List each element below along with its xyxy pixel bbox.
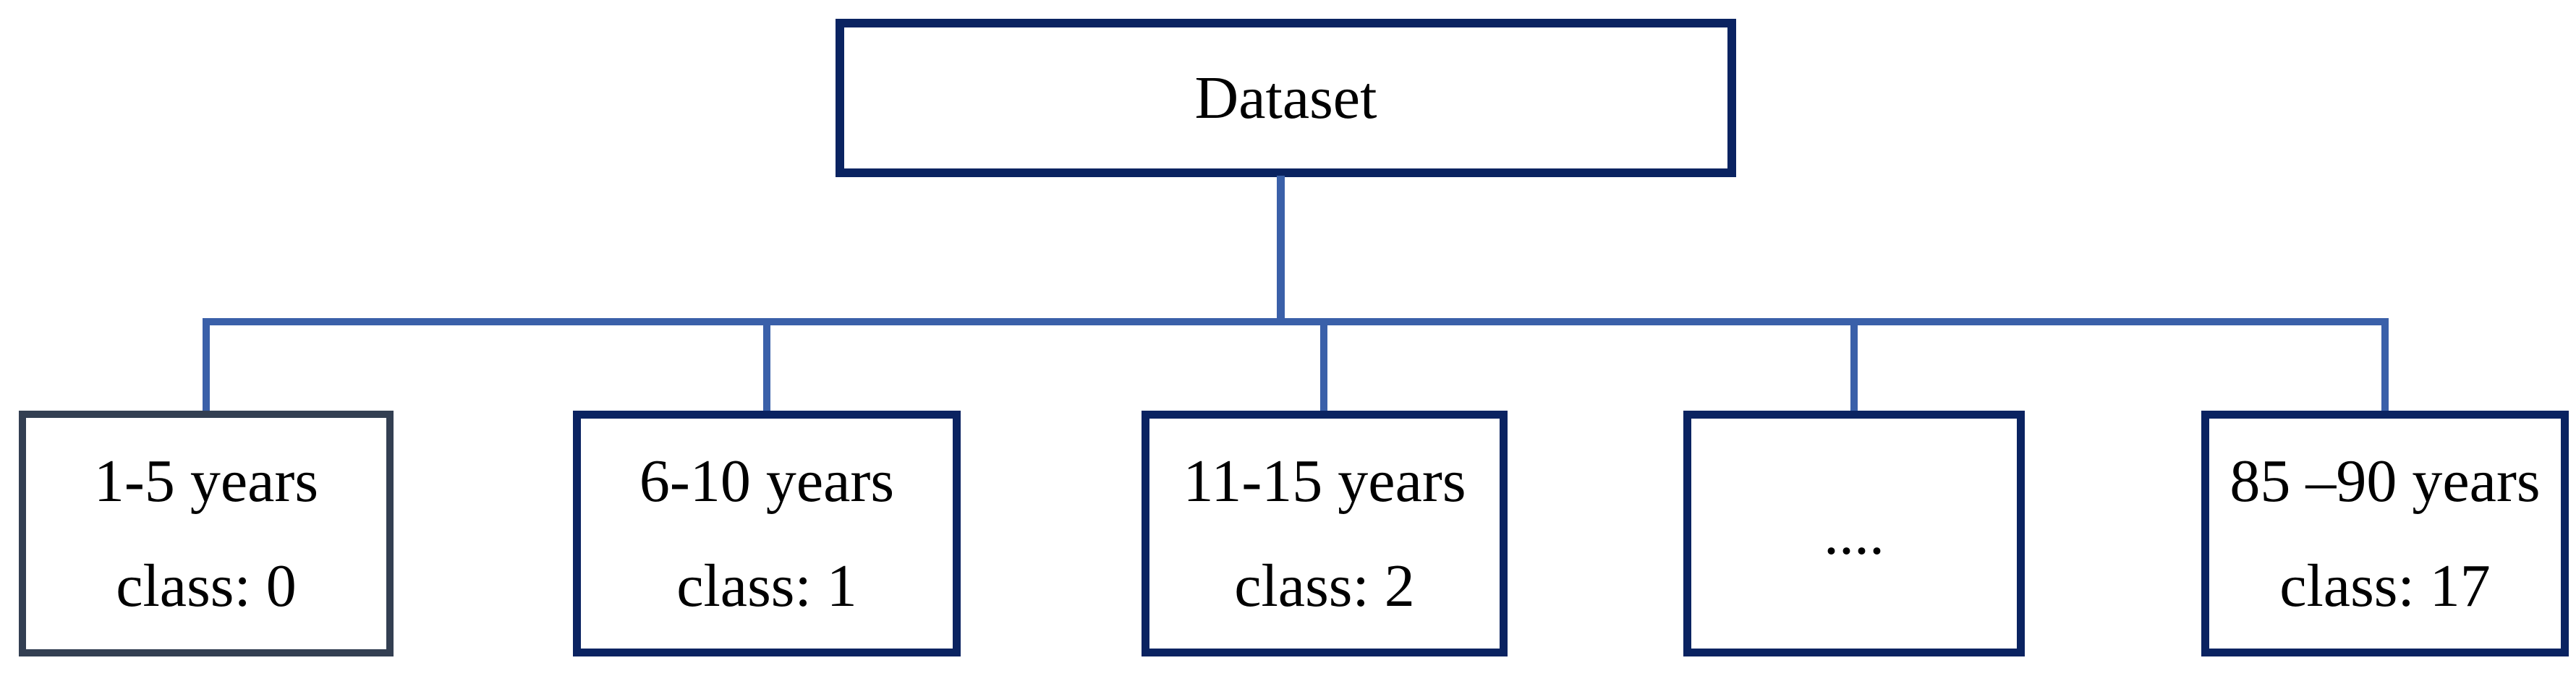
ellipsis-label: ....	[1824, 500, 1884, 568]
age-class-node-1: 6-10 years class: 1	[573, 411, 961, 656]
connector-drop-line-3	[1320, 318, 1327, 411]
age-range-label: 11-15 years	[1183, 448, 1466, 515]
connector-drop-line-4	[1850, 318, 1858, 411]
connector-drop-line-1	[203, 318, 210, 411]
ellipsis-node: ....	[1683, 411, 2025, 656]
class-label: class: 0	[116, 552, 297, 620]
class-label: class: 1	[676, 552, 857, 620]
age-class-node-17: 85 –90 years class: 17	[2201, 411, 2569, 656]
connector-rail-line	[203, 318, 2388, 325]
connector-drop-line-5	[2381, 318, 2389, 411]
connector-trunk-line	[1277, 176, 1285, 320]
age-class-node-0: 1-5 years class: 0	[19, 411, 394, 656]
class-label: class: 17	[2279, 552, 2491, 620]
dataset-node-label: Dataset	[1194, 64, 1377, 132]
age-range-label: 85 –90 years	[2229, 448, 2541, 515]
connector-drop-line-2	[763, 318, 770, 411]
dataset-node: Dataset	[836, 19, 1736, 177]
age-class-node-2: 11-15 years class: 2	[1142, 411, 1508, 656]
class-label: class: 2	[1234, 552, 1415, 620]
age-range-label: 1-5 years	[93, 448, 319, 515]
age-range-label: 6-10 years	[639, 448, 895, 515]
